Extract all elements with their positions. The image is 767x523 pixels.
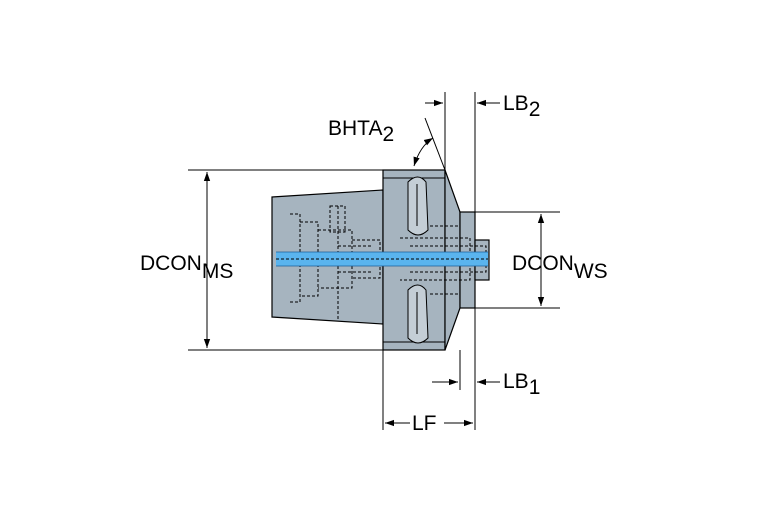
label-lb2: LB2 xyxy=(503,92,540,121)
dimension-lines xyxy=(203,99,545,427)
dimension-labels: BHTA2 LB2 DCONMS DCONWS LB1 LF xyxy=(140,92,608,436)
dim-bhta-arc xyxy=(413,137,434,167)
adapter-body xyxy=(271,169,490,351)
label-dcon-ms: DCONMS xyxy=(140,252,233,283)
drive-slot-lower xyxy=(407,284,429,344)
drive-slot-upper xyxy=(407,176,429,236)
label-bhta: BHTA2 xyxy=(328,117,394,146)
label-lf: LF xyxy=(412,412,437,435)
label-lb1: LB1 xyxy=(503,370,540,399)
extension-lines xyxy=(188,92,560,430)
label-dcon-ws: DCONWS xyxy=(512,252,608,283)
